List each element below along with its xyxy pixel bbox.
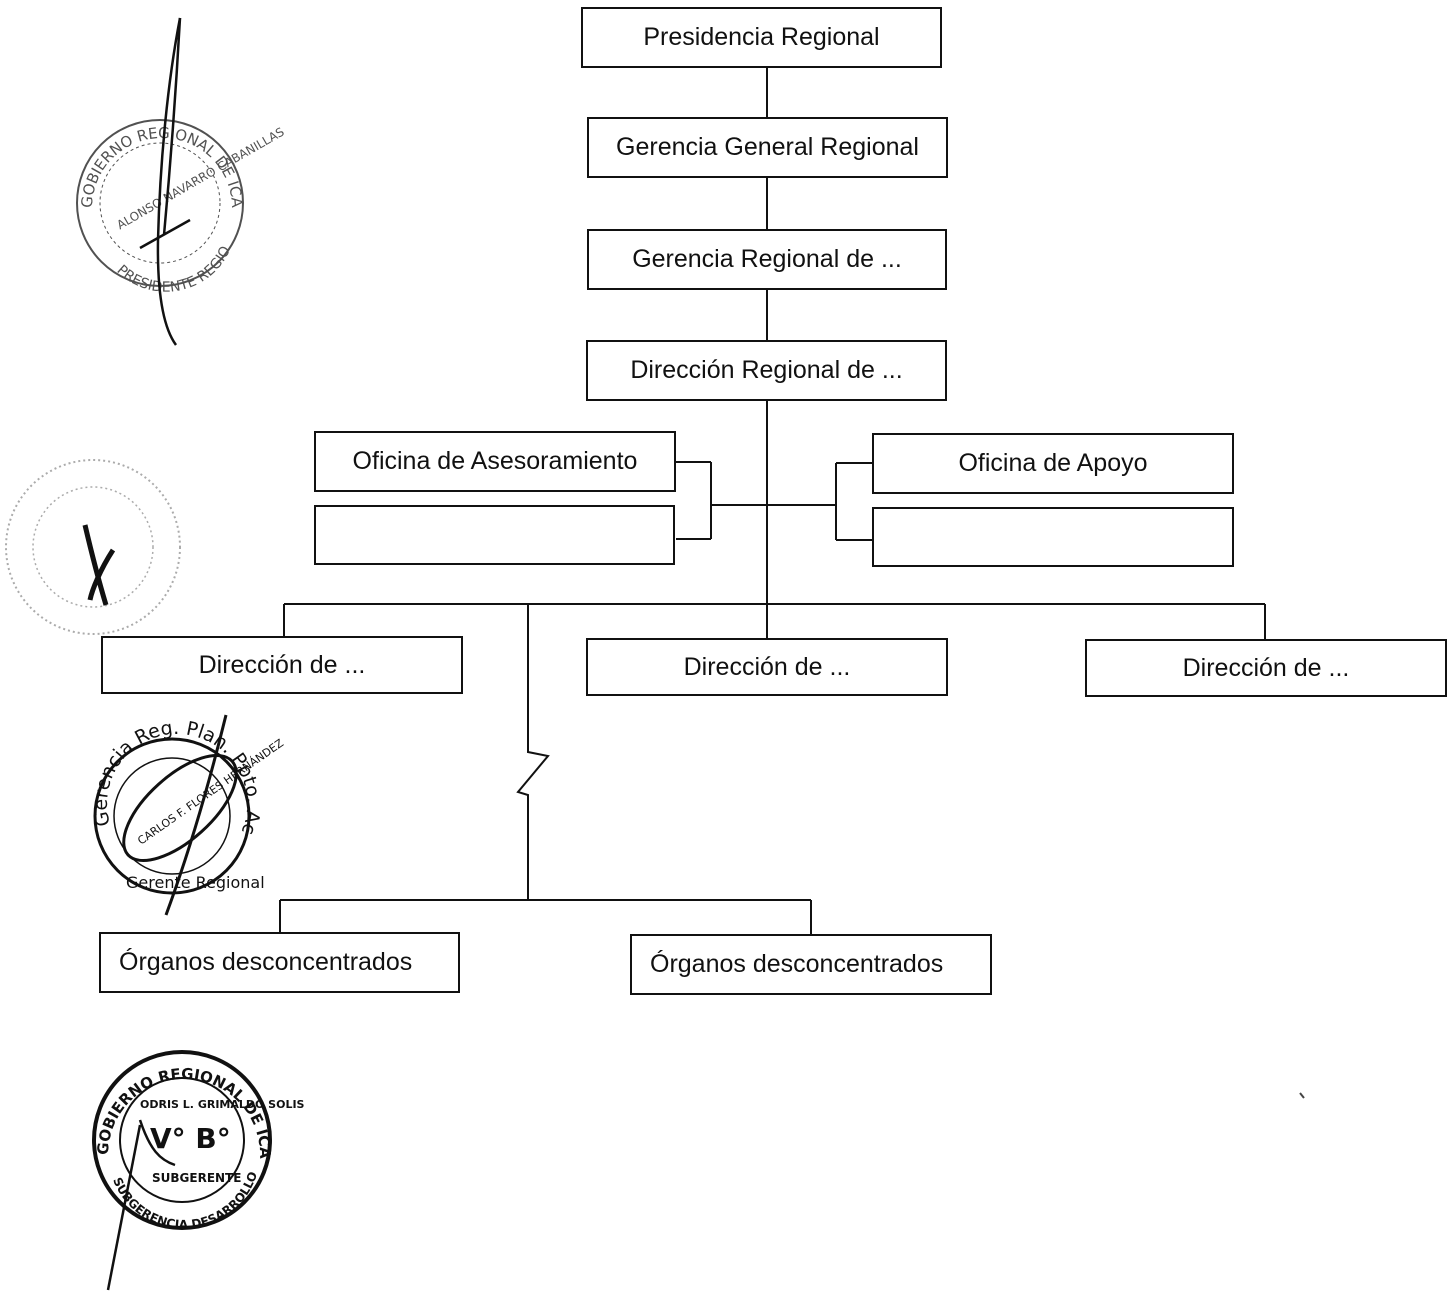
- box-oficina-apoyo: Oficina de Apoyo: [872, 433, 1234, 494]
- box-oficina-apoyo-empty: [872, 507, 1234, 567]
- box-direccion-2: Dirección de ...: [586, 638, 948, 696]
- box-label: Oficina de Apoyo: [958, 449, 1148, 477]
- box-label: Órganos desconcentrados: [119, 948, 413, 976]
- box-direccion-1: Dirección de ...: [101, 636, 463, 694]
- box-label: Oficina de Asesoramiento: [352, 447, 638, 475]
- box-direccion-3: Dirección de ...: [1085, 639, 1447, 697]
- box-label: Gerencia Regional de ...: [632, 245, 902, 273]
- box-label: Dirección Regional de ...: [630, 356, 903, 384]
- box-gerencia-general-regional: Gerencia General Regional: [587, 117, 948, 178]
- box-presidencia-regional: Presidencia Regional: [581, 7, 942, 68]
- box-oficina-asesoramiento-empty: [314, 505, 675, 565]
- box-oficina-asesoramiento: Oficina de Asesoramiento: [314, 431, 676, 492]
- box-label: Dirección de ...: [683, 652, 851, 681]
- box-organos-desconcentrados-2: Órganos desconcentrados: [630, 934, 992, 995]
- box-label: Gerencia General Regional: [616, 133, 919, 161]
- box-label: Dirección de ...: [198, 650, 366, 679]
- box-direccion-regional: Dirección Regional de ...: [586, 340, 947, 401]
- box-organos-desconcentrados-1: Órganos desconcentrados: [99, 932, 460, 993]
- box-label: Dirección de ...: [1182, 653, 1350, 682]
- box-gerencia-regional: Gerencia Regional de ...: [587, 229, 947, 290]
- box-label: Órganos desconcentrados: [650, 950, 944, 978]
- box-label: Presidencia Regional: [643, 23, 880, 51]
